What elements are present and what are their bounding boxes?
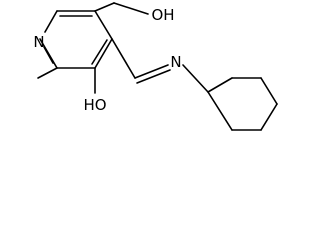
substituents <box>37 2 209 94</box>
bond-c4-c3 <box>94 38 113 69</box>
bond-ch2-oh <box>113 2 149 15</box>
pyridine-ring <box>39 10 113 69</box>
imine-nitrogen-label: N <box>170 53 181 71</box>
ring-nitrogen-label: N <box>33 33 44 51</box>
bond-ch-n-imine <box>134 64 169 79</box>
bond-c5-c4 <box>94 10 113 40</box>
bond-cy6-cy1 <box>207 91 233 131</box>
bond-c2-n1-double <box>43 46 54 64</box>
bond-ch-n-imine-double <box>136 69 171 84</box>
bond-c2-methyl <box>37 67 58 79</box>
bond-cy3-cy4 <box>260 77 278 105</box>
phenol-oh-label: HO <box>83 96 106 114</box>
cyclohexane-ring <box>207 77 278 131</box>
bond-n-cyclohexyl <box>182 64 209 93</box>
bond-c4-ch <box>111 38 136 79</box>
hydroxymethyl-oh-label: OH <box>151 6 174 24</box>
bond-c4-c3-double <box>91 39 108 65</box>
bond-n1-c6 <box>44 10 58 33</box>
bond-c5-ch2 <box>94 2 115 12</box>
bond-cy4-cy5 <box>260 103 278 131</box>
bond-cy1-cy2 <box>207 77 233 93</box>
chemical-structure-diagram: N OH HO N <box>33 2 278 131</box>
